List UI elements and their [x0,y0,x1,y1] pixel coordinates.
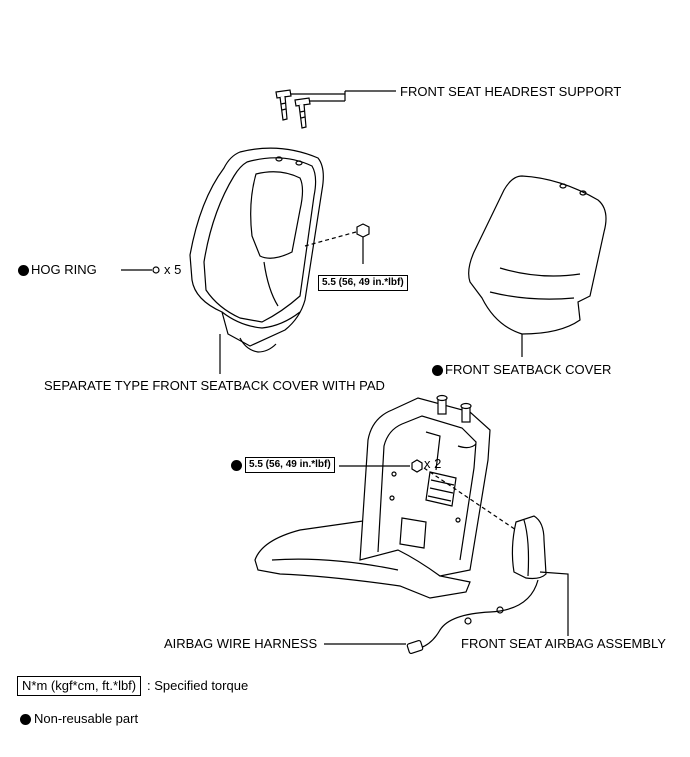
label-seatback-cover-with-pad: SEPARATE TYPE FRONT SEATBACK COVER WITH … [44,378,385,393]
non-reusable-marker-seatback-cover [432,365,443,376]
non-reusable-marker-hog-ring [18,265,29,276]
legend-torque-unit: N*m (kgf*cm, ft.*lbf) [17,676,142,696]
hog-ring-leader [121,266,160,274]
seatback-cover-with-pad-illustration [189,147,324,374]
legend-torque-desc: : Specified torque [147,678,249,693]
label-hog-ring-qty: x 5 [164,262,182,277]
label-front-seatback-cover: FRONT SEATBACK COVER [445,362,612,377]
non-reusable-marker-nut [231,460,242,471]
label-front-seat-airbag-assembly: FRONT SEAT AIRBAG ASSEMBLY [461,636,666,651]
airbag-assembly-illustration [511,515,569,636]
legend-non-reusable-desc: Non-reusable part [34,711,139,726]
torque-box-2: 5.5 (56, 49 in.*lbf) [245,457,335,473]
torque-box-1: 5.5 (56, 49 in.*lbf) [318,275,408,291]
airbag-wire-harness-illustration [324,579,539,654]
headrest-support-illustration [275,89,311,129]
headrest-support-leader [291,90,396,102]
label-headrest-support: FRONT SEAT HEADREST SUPPORT [400,84,622,99]
label-nut-qty: x 2 [424,456,442,471]
seatback-frame-illustration [254,394,491,599]
front-seatback-cover-illustration [468,175,607,357]
label-airbag-wire-harness: AIRBAG WIRE HARNESS [164,636,318,651]
nut-2-illustration [339,459,517,531]
label-hog-ring: HOG RING [31,262,97,277]
nut-1-illustration [304,223,370,264]
legend-non-reusable-marker [20,714,31,725]
